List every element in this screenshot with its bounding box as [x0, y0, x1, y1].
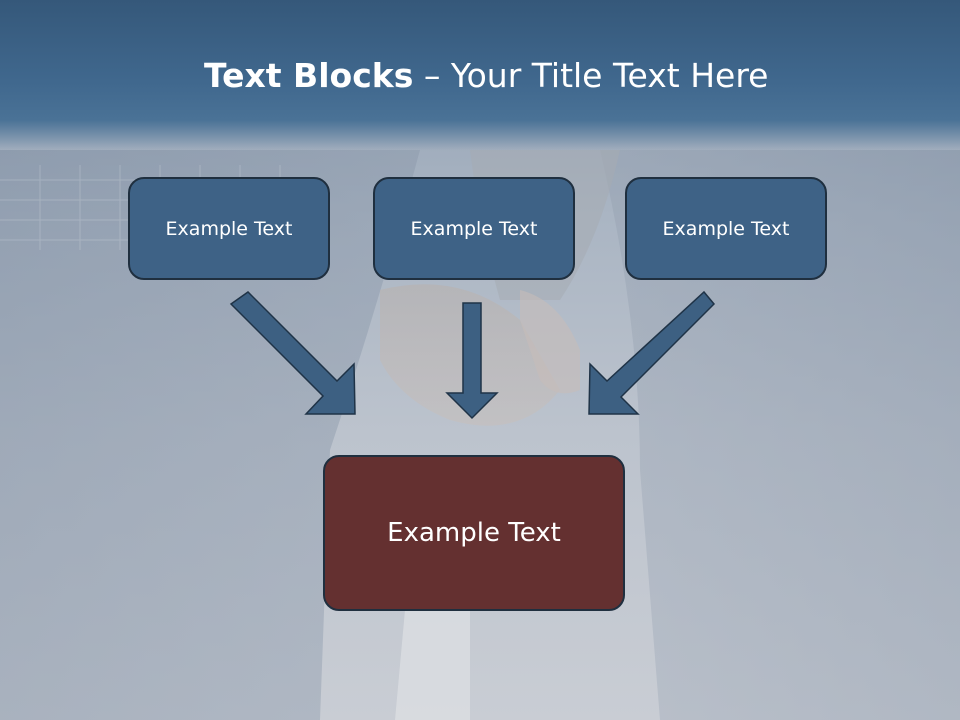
result-block-label: Example Text — [387, 518, 561, 548]
text-block-2-label: Example Text — [410, 217, 538, 240]
title-band — [0, 0, 960, 150]
title-separator: – — [413, 56, 451, 95]
arrow-left — [229, 291, 356, 415]
text-block-2[interactable]: Example Text — [373, 177, 575, 280]
result-block[interactable]: Example Text — [323, 455, 625, 611]
title-bold: Text Blocks — [204, 56, 414, 95]
arrow-center — [445, 302, 499, 420]
text-block-3-label: Example Text — [662, 217, 790, 240]
slide-title: Text Blocks – Your Title Text Here — [204, 52, 904, 100]
text-block-1[interactable]: Example Text — [128, 177, 330, 280]
text-block-1-label: Example Text — [165, 217, 293, 240]
arrow-right — [588, 290, 716, 415]
text-block-3[interactable]: Example Text — [625, 177, 827, 280]
title-rest: Your Title Text Here — [450, 56, 769, 95]
